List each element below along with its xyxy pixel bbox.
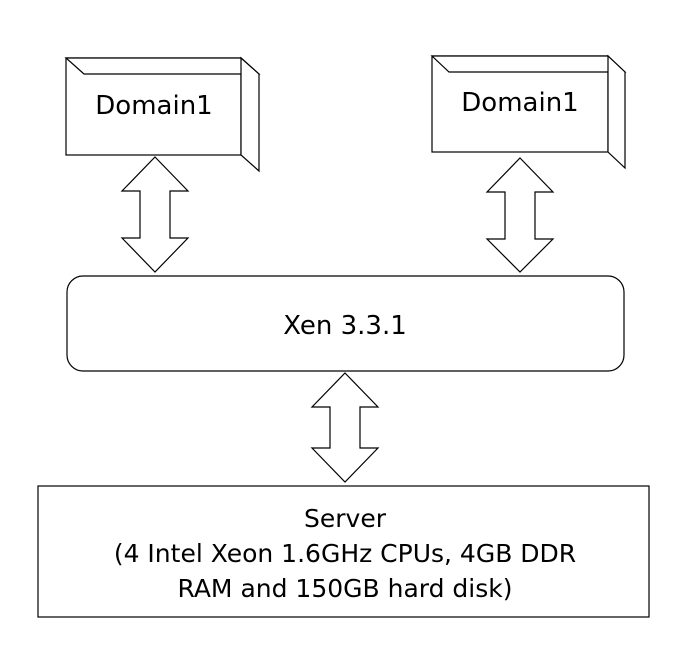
server-box: Server (4 Intel Xeon 1.6GHz CPUs, 4GB DD… — [37, 485, 650, 618]
hypervisor-label: Xen 3.3.1 — [283, 311, 407, 341]
domain-box-left-top — [64, 57, 261, 75]
domain-box-right-top — [430, 55, 627, 73]
hypervisor-box-frame — [66, 275, 625, 372]
domain-right-label: Domain1 — [461, 88, 578, 118]
domain-box-left-side — [240, 56, 260, 173]
domain-left-label: Domain1 — [95, 91, 212, 121]
hypervisor-box: Xen 3.3.1 — [66, 275, 625, 372]
server-spec-line-1: (4 Intel Xeon 1.6GHz CPUs, 4GB DDR — [114, 539, 576, 568]
server-spec-line-2: RAM and 150GB hard disk) — [177, 574, 512, 603]
domain-box-left: Domain1 — [64, 56, 261, 173]
double-arrow-right-icon — [485, 157, 555, 273]
double-arrow-left-icon — [120, 156, 190, 273]
domain-box-right: Domain1 — [430, 54, 627, 170]
double-arrow-center-icon — [310, 372, 380, 483]
server-title: Server — [304, 504, 387, 533]
domain-box-right-side — [607, 54, 626, 170]
server-box-frame — [37, 485, 650, 618]
